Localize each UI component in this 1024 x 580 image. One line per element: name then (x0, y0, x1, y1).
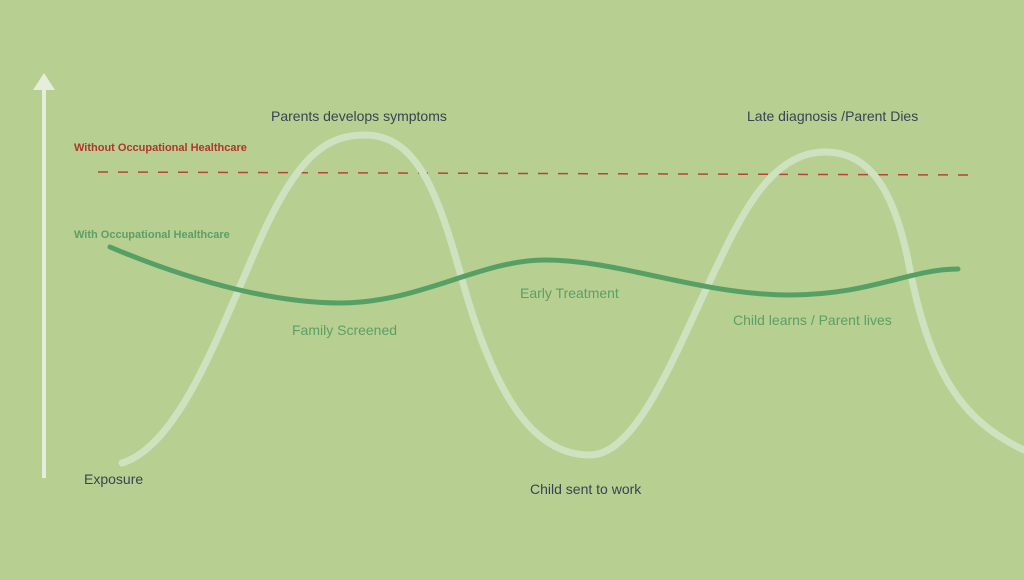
without-healthcare-threshold-line (97, 171, 969, 176)
label-family-screened: Family Screened (292, 322, 398, 338)
legend-with-healthcare: With Occupational Healthcare (74, 229, 230, 241)
label-parents-symptoms: Parents develops symptoms (271, 108, 447, 124)
label-early-treatment: Early Treatment (520, 285, 619, 301)
label-child-sent-to-work: Child sent to work (530, 481, 642, 497)
label-exposure: Exposure (84, 471, 144, 487)
with-healthcare-curve (107, 244, 961, 306)
label-child-learns: Child learns / Parent lives (733, 312, 892, 328)
without-healthcare-risk-curve (118, 131, 1024, 467)
label-late-diagnosis: Late diagnosis /Parent Dies (747, 108, 919, 124)
y-axis-arrow (33, 73, 55, 478)
legend-without-healthcare: Without Occupational Healthcare (74, 142, 247, 154)
